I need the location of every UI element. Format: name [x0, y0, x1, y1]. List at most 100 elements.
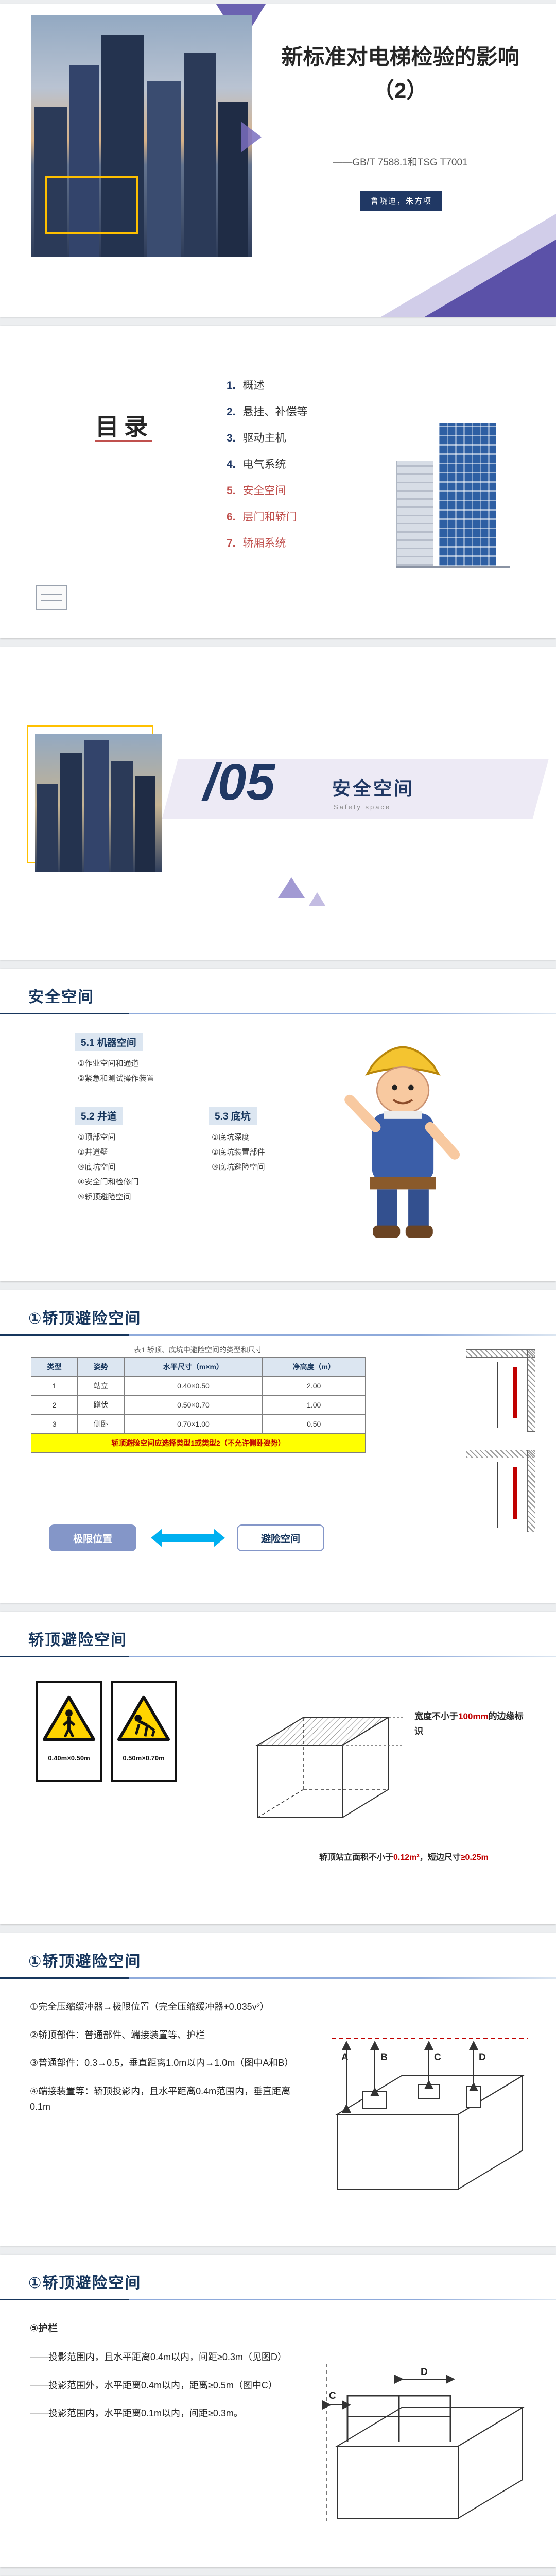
stamp-line [41, 600, 62, 601]
guide-rail-red [513, 1367, 517, 1418]
stamp-line [41, 594, 62, 595]
slide-guardrail-items: ①轿顶避险空间 ⑤护栏 ——投影范围内，且水平距离0.4m以内，间距≥0.3m（… [0, 2255, 556, 2567]
text-lead: ⑤护栏 [30, 2323, 58, 2334]
city-photo [31, 15, 252, 257]
table-cell: 0.50×0.70 [124, 1395, 263, 1415]
toc-item-overview[interactable]: 1.概述 [227, 377, 308, 393]
building-silhouette [84, 740, 109, 872]
corner-triangle-dark [425, 240, 556, 317]
table-row: 2 蹲伏 0.50×0.70 1.00 [30, 1395, 366, 1415]
hatched-wall-vertical [527, 1450, 535, 1532]
slide-safety-overview: 安全空间 5.1 机器空间 ①作业空间和通道 ②紧急和测试操作装置 5.2 井道… [0, 969, 556, 1281]
diagram-label-a: A [341, 2052, 349, 2063]
note-highlight: 0.12m² [393, 1853, 420, 1862]
section-name: 机器空间 [97, 1038, 136, 1048]
section-item: ①作业空间和通道 [78, 1059, 139, 1068]
heading-rule [0, 1013, 556, 1014]
corner-detail-top [445, 1349, 535, 1434]
section-item: ③底坑空间 [78, 1163, 116, 1172]
section-machine-space: 5.1 机器空间 ①作业空间和通道 ②紧急和测试操作装置 [75, 1033, 154, 1086]
toc-item-number: 4. [227, 459, 236, 470]
table-note-row: 轿顶避险空间应选择类型1或类型2（不允许侧卧姿势） [31, 1433, 366, 1453]
hatched-wall-horizontal [466, 1349, 535, 1358]
diagram-label-d: D [479, 2052, 486, 2063]
toc-heading: 目录 [95, 413, 153, 440]
table-header: 姿势 [77, 1357, 125, 1377]
edge-marking-note: 宽度不小于100mm的边缘标识 [414, 1709, 528, 1739]
sign-size-label: 0.40m×0.50m [48, 1754, 90, 1762]
section-item: ②井道壁 [78, 1148, 108, 1157]
toc-item-electrical[interactable]: 4.电气系统 [227, 456, 308, 471]
toc-item-car-system[interactable]: 7.轿厢系统 [227, 535, 308, 550]
note-text: 轿顶站立面积不小于 [319, 1853, 394, 1862]
section-photo [35, 734, 162, 872]
building-silhouette [135, 776, 155, 872]
section-item: ①顶部空间 [78, 1133, 116, 1142]
body-text: ⑤护栏 ——投影范围内，且水平距离0.4m以内，间距≥0.3m（见图D） ——投… [30, 2320, 295, 2434]
diagram-label-b: B [380, 2052, 388, 2063]
photo-highlight-frame [45, 176, 138, 234]
section-item: ①底坑深度 [212, 1133, 250, 1142]
building-silhouette [184, 53, 216, 257]
table-cell: 1.00 [262, 1395, 366, 1415]
triangle-decoration [278, 877, 305, 898]
toc-underline [95, 440, 152, 442]
building-main [439, 423, 496, 566]
toc-item-suspension[interactable]: 2. 悬挂、补偿等 [227, 403, 308, 419]
warning-triangle-standing-icon [42, 1695, 96, 1741]
section-name: 底坑 [231, 1111, 251, 1122]
toc-item-number: 2. [227, 406, 236, 418]
table-cell: 0.40×0.50 [124, 1376, 263, 1396]
footer-stamp-icon [36, 585, 67, 610]
toc-item-doors[interactable]: 6.层门和轿门 [227, 509, 308, 524]
toc-item-number: 1. [227, 380, 236, 392]
triangle-decoration-small [309, 892, 325, 906]
text-item: ①完全压缩缓冲器→极限位置（完全压缩缓冲器+0.035v²） [30, 2002, 269, 2012]
section-item: ②底坑装置部件 [212, 1148, 265, 1157]
toc-item-safety-space[interactable]: 5.安全空间 [227, 482, 308, 498]
section-number: 5.3 [215, 1111, 229, 1122]
mascot-overalls [372, 1113, 434, 1182]
section-title: 5.1 机器空间 [75, 1033, 143, 1051]
table-header: 类型 [30, 1357, 78, 1377]
table-header: 净高度（m） [262, 1357, 366, 1377]
section-number: /05 [203, 753, 275, 811]
table-row: 1 站立 0.40×0.50 2.00 [30, 1376, 366, 1396]
body-text: ①完全压缩缓冲器→极限位置（完全压缩缓冲器+0.035v²） ②轿顶部件：普通部… [30, 1999, 295, 2127]
rail-line [497, 1462, 498, 1528]
slide-cartop-items: ①轿顶避险空间 ①完全压缩缓冲器→极限位置（完全压缩缓冲器+0.035v²） ②… [0, 1933, 556, 2246]
section-title: 5.3 底坑 [208, 1107, 257, 1125]
diagram-label-d: D [421, 2367, 428, 2378]
guide-rail-red [513, 1467, 517, 1519]
note-highlight: 100mm [458, 1711, 489, 1721]
slide-cover: 新标准对电梯检验的影响（2） ——GB/T 7588.1和TSG T7001 鲁… [0, 4, 556, 317]
refuge-space-table: 类型 姿势 水平尺寸（m×m） 净高度（m） 1 站立 0.40×0.50 2.… [30, 1357, 366, 1453]
section-item: ④安全门和检修门 [78, 1178, 139, 1187]
table-cell: 0.50 [262, 1414, 366, 1434]
table-note: 轿顶避险空间应选择类型1或类型2（不允许侧卧姿势） [31, 1433, 366, 1453]
section-number: 5.1 [81, 1038, 95, 1048]
building-illustration [396, 416, 510, 568]
warning-sign-crouching: 0.50m×0.70m [111, 1681, 177, 1782]
slide-heading: ①轿顶避险空间 [28, 1953, 142, 1970]
warning-triangle-crouching-icon [117, 1695, 170, 1741]
note-highlight: ≥0.25m [460, 1853, 489, 1862]
refuge-box-diagram [255, 1716, 404, 1819]
toc-item-machine[interactable]: 3.驱动主机 [227, 430, 308, 445]
toc-item-label: 驱动主机 [242, 432, 286, 444]
toc-list: 1.概述 2. 悬挂、补偿等 3.驱动主机 4.电气系统 5.安全空间 6.层门和… [227, 377, 308, 561]
table-header-row: 类型 姿势 水平尺寸（m×m） 净高度（m） [30, 1357, 366, 1377]
diagram-label-c: C [329, 2391, 336, 2401]
table-cell: 站立 [77, 1376, 125, 1396]
section-title: 安全空间 [332, 778, 415, 799]
section-number: 5.2 [81, 1111, 95, 1122]
sign-size-label: 0.50m×0.70m [123, 1754, 165, 1762]
corner-detail-bottom [445, 1450, 535, 1535]
slide-heading: 轿顶避险空间 [28, 1632, 127, 1649]
toc-item-label: 层门和轿门 [242, 511, 297, 523]
toc-item-number: 7. [227, 537, 236, 549]
toc-item-label: 悬挂、补偿等 [242, 406, 308, 418]
slide-refuge-signs: 轿顶避险空间 0.40m×0.50m [0, 1612, 556, 1924]
slide-refuge-table: ①轿顶避险空间 表1 轿顶、底坑中避险空间的类型和尺寸 类型 姿势 水平尺寸（m… [0, 1290, 556, 1603]
